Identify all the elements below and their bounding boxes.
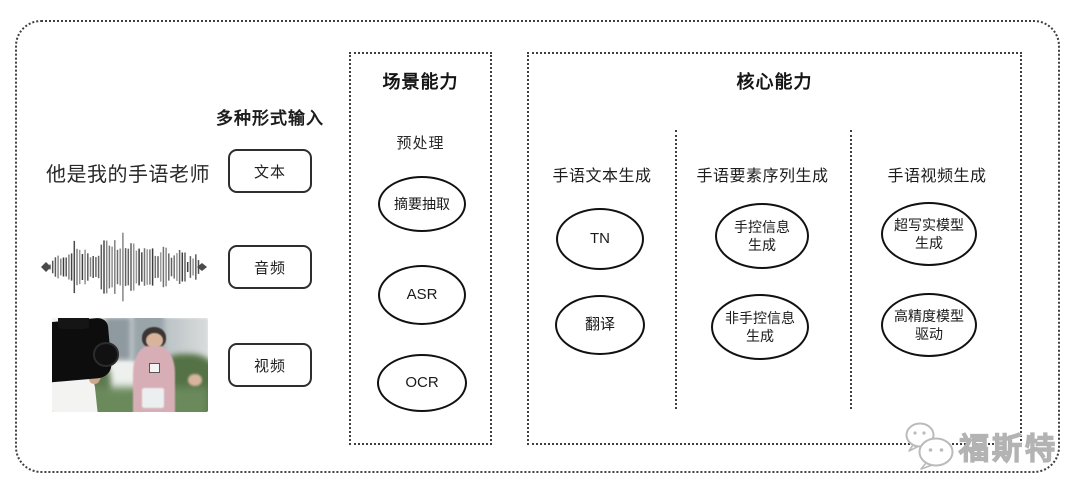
node-manual-info-generation: 手控信息 生成 xyxy=(715,203,809,269)
node-label: 生成 xyxy=(746,328,774,344)
thumb-camera-lens xyxy=(92,342,120,367)
node-label: 高精度模型 xyxy=(894,307,964,324)
node-label: 超写实模型 xyxy=(894,216,964,233)
node-translate: 翻译 xyxy=(555,295,645,355)
node-label: 非手控信息 xyxy=(725,309,795,326)
node-label: 翻译 xyxy=(584,316,615,334)
waveform-right-diamond xyxy=(197,263,207,271)
column-header-sign-video-generation: 手语视频生成 xyxy=(887,168,987,185)
input-box-audio-label: 音频 xyxy=(253,259,286,277)
input-box-text: 文本 xyxy=(228,149,312,193)
wechat-logo-icon xyxy=(905,422,954,470)
scene-capability-title: 场景能力 xyxy=(382,72,459,92)
thumb-papers xyxy=(142,387,165,409)
node-summary-extraction: 摘要抽取 xyxy=(378,176,466,232)
node-hyperrealistic-model-generation: 超写实模型 生成 xyxy=(881,202,977,266)
watermark-text: 福斯特 xyxy=(958,432,1058,466)
column-header-sign-text-generation: 手语文本生成 xyxy=(552,168,652,185)
thumb-camera-top xyxy=(58,318,90,330)
watermark: 福斯特 xyxy=(903,421,1058,471)
video-thumbnail xyxy=(52,318,208,412)
node-label: 摘要抽取 xyxy=(394,195,450,212)
node-label: 生成 xyxy=(915,235,943,251)
node-label: 驱动 xyxy=(915,326,943,342)
text-input-sample: 他是我的手语老师 xyxy=(46,164,210,186)
column-divider xyxy=(850,130,852,409)
input-box-audio: 音频 xyxy=(228,245,312,289)
node-non-manual-info-generation: 非手控信息 生成 xyxy=(711,294,809,360)
thumb-reporter-hand xyxy=(187,374,202,386)
input-box-text-label: 文本 xyxy=(253,163,286,181)
audio-waveform xyxy=(41,232,207,302)
input-box-video-label: 视频 xyxy=(253,357,286,375)
node-tn: TN xyxy=(556,208,644,270)
node-label: TN xyxy=(590,230,610,248)
outer-dotted-border xyxy=(15,20,1060,473)
scene-capability-box: 场景能力 预处理 摘要抽取 ASR OCR xyxy=(349,52,492,445)
core-capability-title: 核心能力 xyxy=(736,72,813,92)
node-label: ASR xyxy=(406,286,438,304)
core-capability-box: 核心能力 手语文本生成 手语要素序列生成 手语视频生成 TN 翻译 手控信息 生… xyxy=(527,52,1022,445)
node-label: 手控信息 xyxy=(734,218,790,235)
node-ocr: OCR xyxy=(377,354,467,412)
thumb-microphone xyxy=(148,363,160,374)
node-asr: ASR xyxy=(378,265,466,325)
column-header-sign-element-sequence-generation: 手语要素序列生成 xyxy=(696,168,829,185)
preprocessing-label: 预处理 xyxy=(396,135,445,152)
node-label: OCR xyxy=(405,374,439,392)
node-high-precision-model-driving: 高精度模型 驱动 xyxy=(881,293,977,357)
waveform-left-diamond xyxy=(41,262,51,272)
column-divider xyxy=(675,130,677,409)
input-box-video: 视频 xyxy=(228,343,312,387)
node-label: 生成 xyxy=(748,237,776,253)
thumb-reporter-face xyxy=(145,333,163,349)
input-section-title: 多种形式输入 xyxy=(216,109,324,128)
